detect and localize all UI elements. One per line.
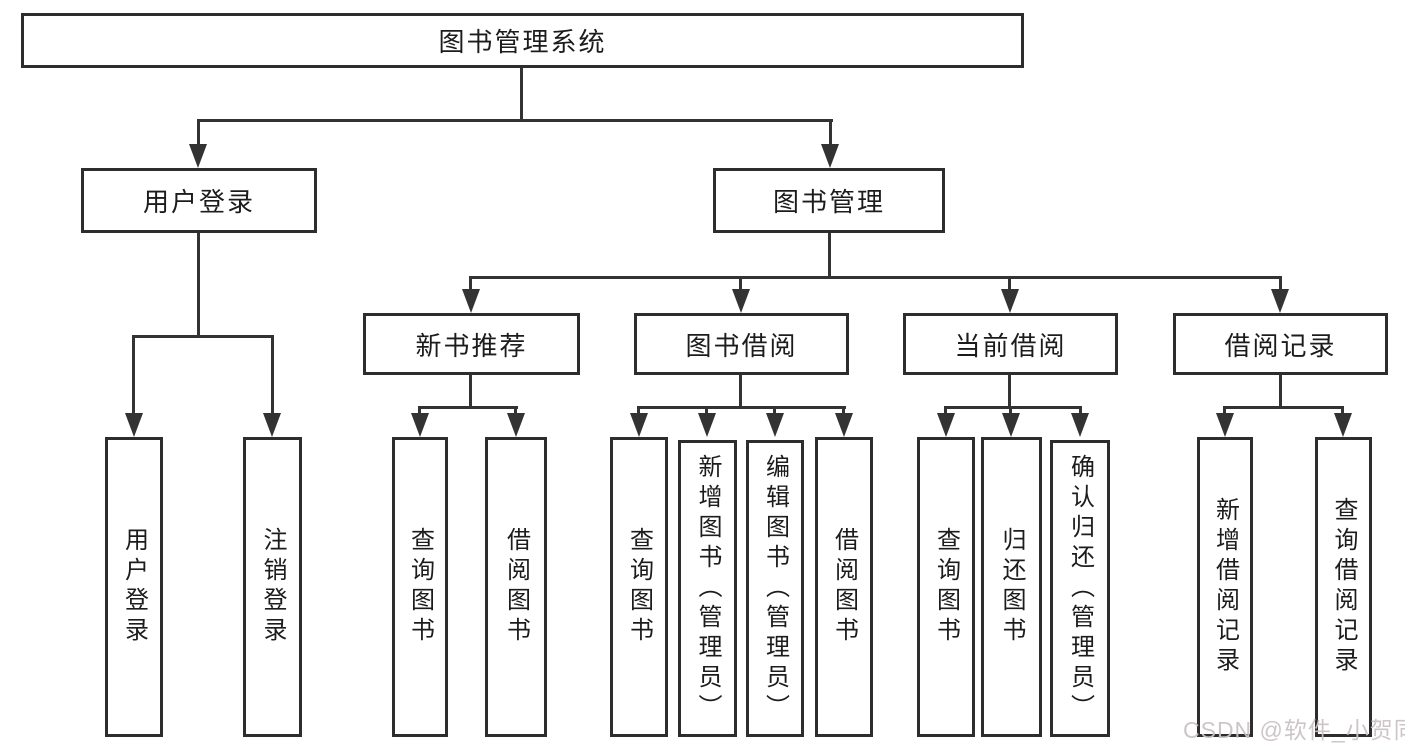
arrowhead-to-bb-edit-book — [766, 413, 784, 437]
node-user-login: 用户登录 — [81, 168, 317, 233]
connector-book-mgmt-hline — [469, 276, 1282, 279]
connector-root-stub — [520, 68, 523, 121]
connector-current-borrow-stub — [1008, 375, 1011, 409]
arrowhead-to-br-add-record — [1216, 413, 1234, 437]
arrowhead-to-bb-borrow-book — [835, 413, 853, 437]
connector-root-to-user-login-line — [197, 119, 200, 149]
arrowhead-to-user-login — [189, 144, 207, 168]
node-br-query-record: 查询借阅记录 — [1315, 437, 1372, 737]
connector-new-book-rec-stub — [469, 375, 472, 409]
node-current-borrow: 当前借阅 — [903, 313, 1118, 375]
node-bb-add-book: 新增图书（管理员） — [678, 440, 737, 737]
arrowhead-to-current-borrow — [1001, 289, 1019, 313]
connector-leaf-line — [1009, 406, 1012, 418]
connector-to-current-borrow-line — [1008, 276, 1011, 294]
arrowhead-to-book-borrow — [732, 289, 750, 313]
csdn-watermark: CSDN @软件_小贺同学 — [1183, 717, 1405, 743]
node-rec-query-book: 查询图书 — [392, 437, 448, 737]
node-rec-borrow-book: 借阅图书 — [485, 437, 547, 737]
node-cb-confirm-return: 确认归还（管理员） — [1050, 440, 1110, 737]
arrowhead-to-rec-borrow-book — [507, 413, 525, 437]
connector-leaf-line — [514, 406, 517, 418]
node-cb-query-book: 查询图书 — [917, 437, 975, 737]
connector-leaf-line — [705, 406, 708, 418]
node-bb-borrow-book: 借阅图书 — [815, 437, 873, 737]
connector-leaf-line — [773, 406, 776, 418]
connector-user-login-hline — [132, 335, 274, 338]
node-bb-edit-book: 编辑图书（管理员） — [746, 440, 804, 737]
connector-leaf-line — [944, 406, 947, 418]
connector-to-logout-leaf-line — [271, 335, 274, 417]
arrowhead-to-logout-leaf — [263, 413, 281, 437]
node-borrow-record: 借阅记录 — [1173, 313, 1388, 375]
connector-leaf-line — [1223, 406, 1226, 418]
arrowhead-to-br-query-record — [1334, 413, 1352, 437]
node-new-book-rec: 新书推荐 — [363, 313, 580, 375]
arrowhead-to-cb-query-book — [937, 413, 955, 437]
arrowhead-to-cb-return-book — [1002, 413, 1020, 437]
node-user-login-leaf: 用户登录 — [105, 437, 163, 737]
connector-book-mgmt-stub — [828, 233, 831, 278]
connector-to-user-login-leaf-line — [132, 335, 135, 417]
arrowhead-to-cb-confirm-return — [1071, 413, 1089, 437]
connector-leaf-line — [637, 406, 640, 418]
connector-new-book-rec-hline — [418, 406, 518, 409]
connector-leaf-line — [1079, 406, 1082, 418]
connector-root-hline — [197, 119, 833, 122]
connector-current-borrow-hline — [944, 406, 1082, 409]
connector-leaf-line — [1341, 406, 1344, 418]
arrowhead-to-rec-query-book — [411, 413, 429, 437]
connector-to-new-book-rec-line — [469, 276, 472, 294]
node-root: 图书管理系统 — [21, 13, 1024, 68]
node-bb-query-book: 查询图书 — [610, 437, 668, 737]
node-logout-leaf: 注销登录 — [243, 437, 302, 737]
connector-leaf-line — [418, 406, 421, 418]
arrowhead-to-new-book-rec — [462, 289, 480, 313]
connector-to-borrow-record-line — [1279, 276, 1282, 294]
arrowhead-to-borrow-record — [1271, 289, 1289, 313]
connector-to-book-borrow-line — [739, 276, 742, 294]
connector-root-to-book-mgmt-line — [829, 119, 832, 149]
connector-borrow-record-stub — [1279, 375, 1282, 409]
arrowhead-to-bb-add-book — [698, 413, 716, 437]
connector-book-borrow-hline — [637, 406, 846, 409]
arrowhead-to-user-login-leaf — [125, 413, 143, 437]
arrowhead-to-book-mgmt — [821, 144, 839, 168]
node-br-add-record: 新增借阅记录 — [1197, 437, 1253, 737]
connector-borrow-record-hline — [1223, 406, 1344, 409]
connector-book-borrow-stub — [739, 375, 742, 409]
arrowhead-to-bb-query-book — [630, 413, 648, 437]
connector-user-login-stub — [197, 233, 200, 337]
node-cb-return-book: 归还图书 — [981, 437, 1042, 737]
node-book-borrow: 图书借阅 — [634, 313, 849, 375]
node-book-mgmt: 图书管理 — [713, 168, 945, 233]
connector-leaf-line — [842, 406, 845, 418]
